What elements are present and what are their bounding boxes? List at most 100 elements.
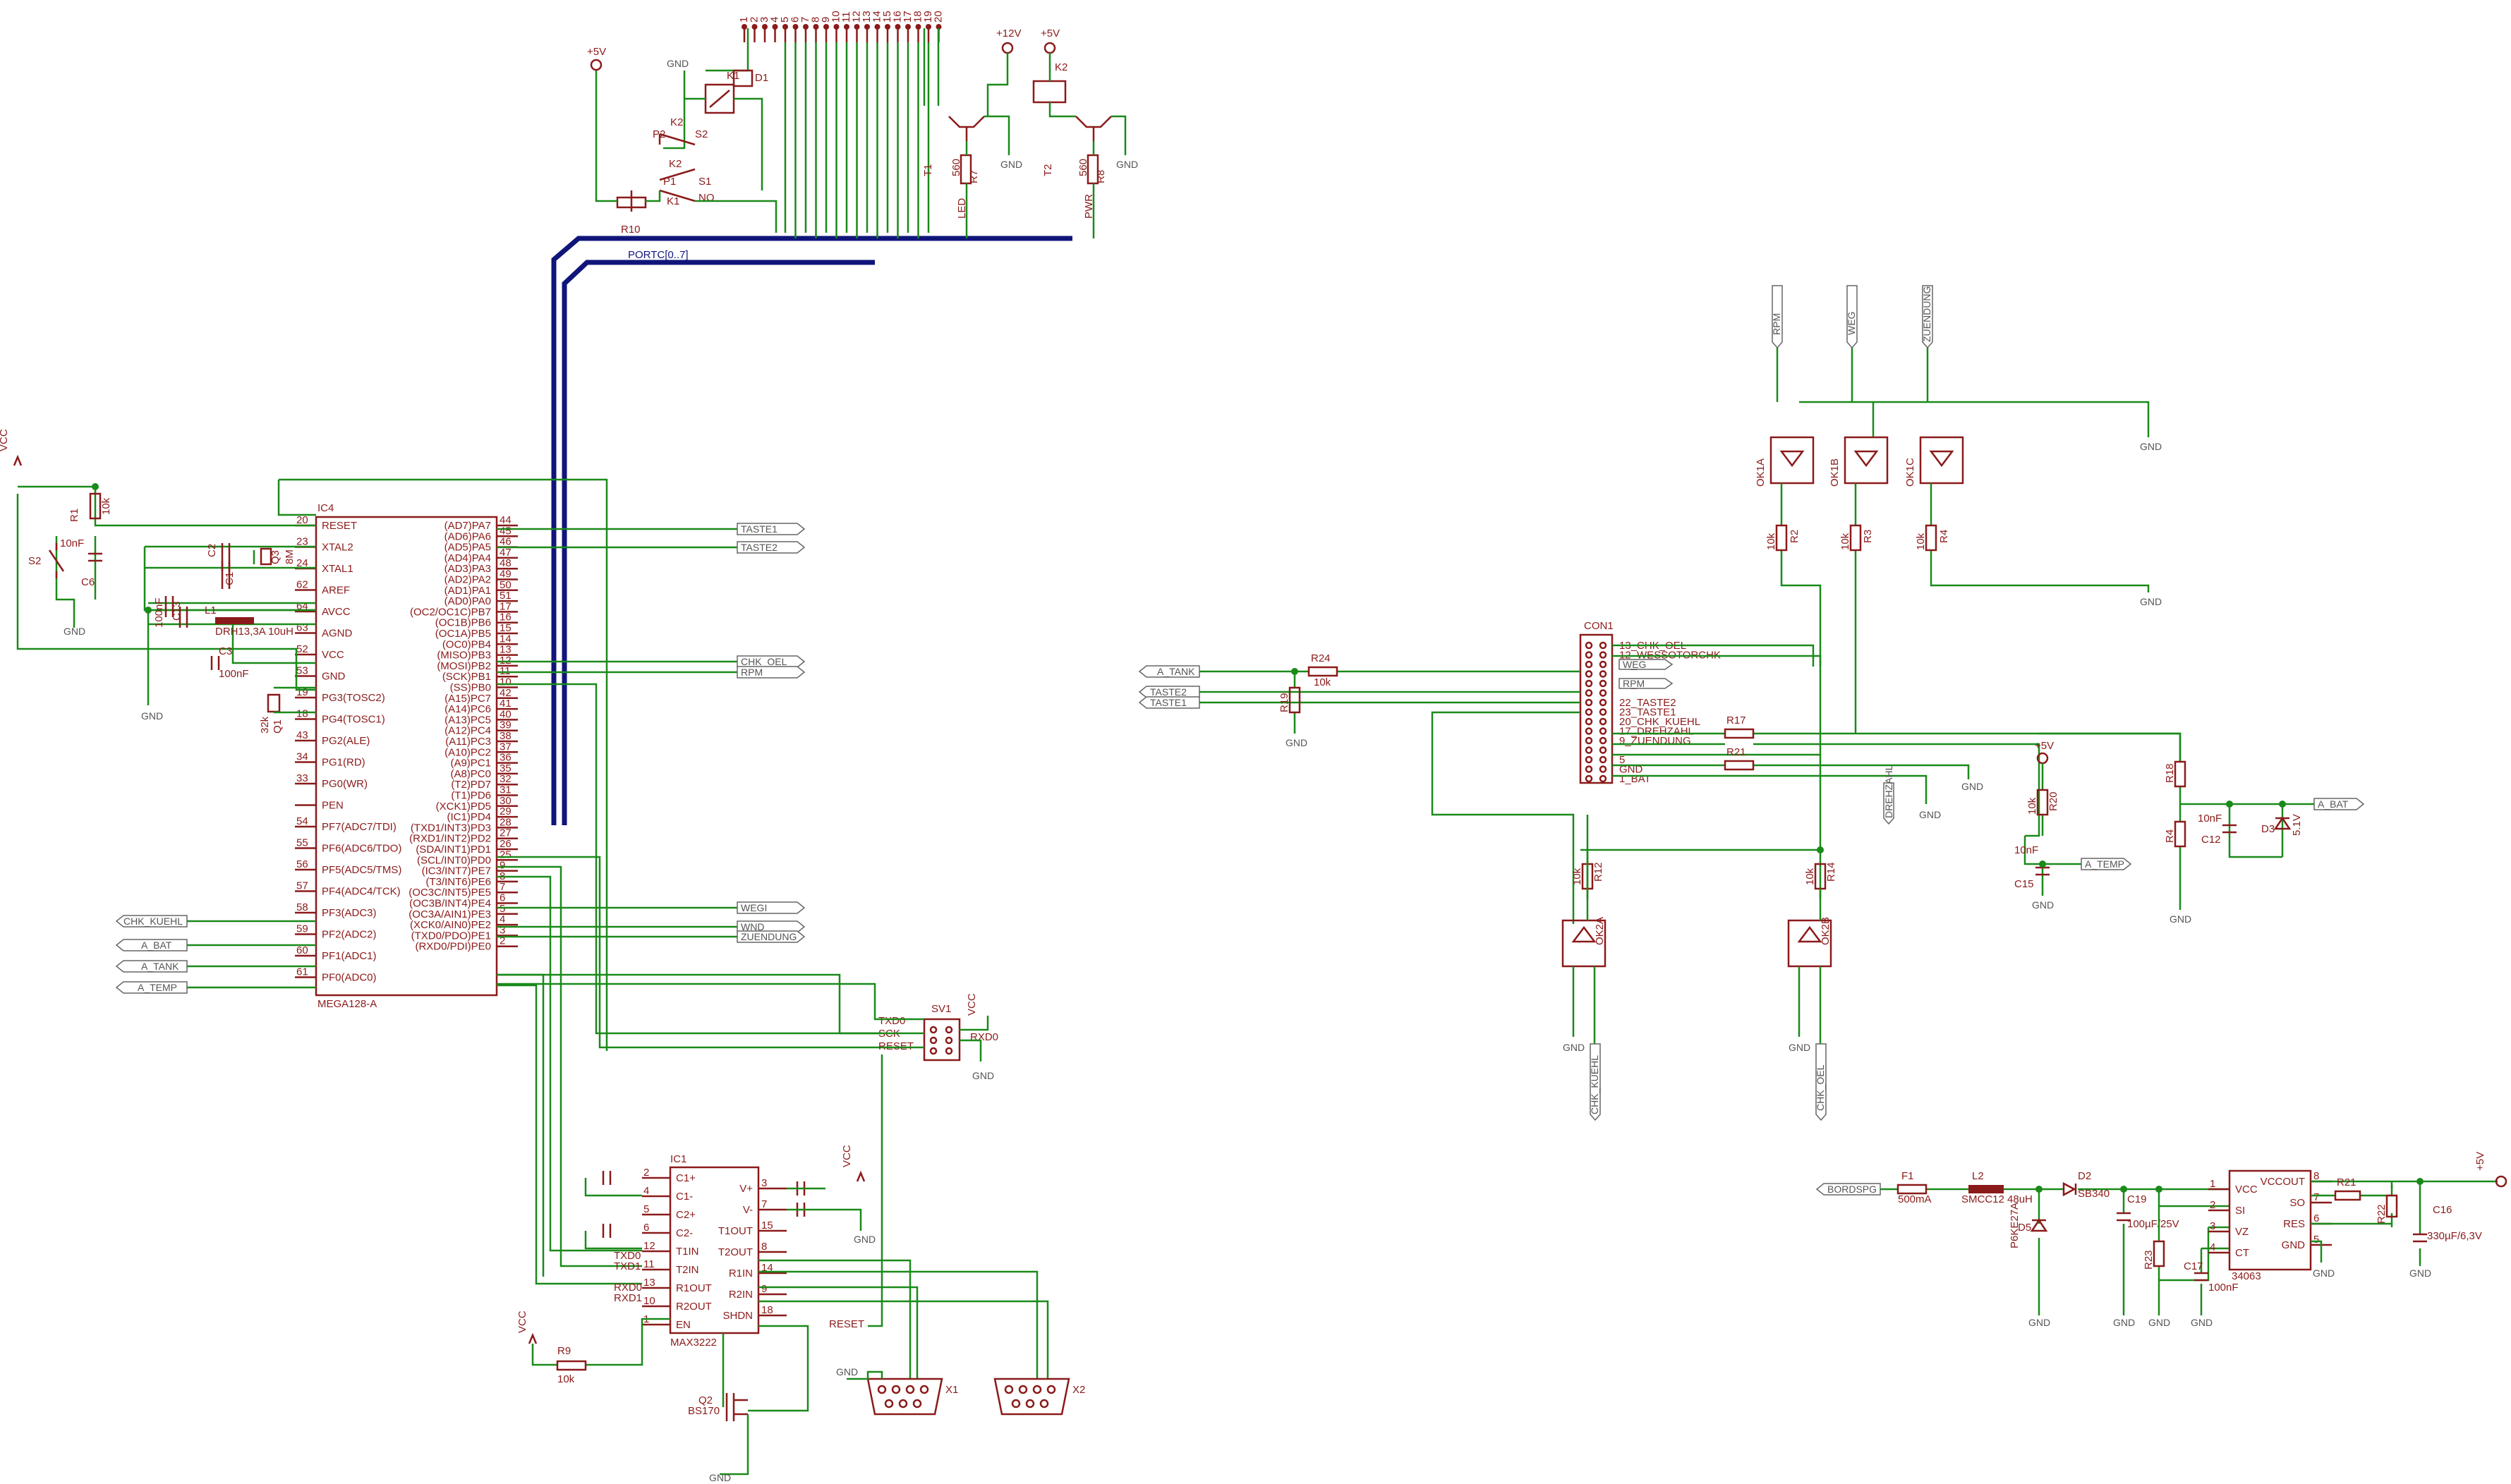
svg-text:WEG: WEG <box>1623 659 1646 670</box>
svg-text:16: 16 <box>892 11 904 23</box>
pin-name: C1- <box>676 1191 693 1203</box>
pin-number: 7 <box>2313 1191 2319 1203</box>
con1-signal: 1_BAT <box>1619 773 1651 785</box>
pin-number: 57 <box>296 880 308 892</box>
pin-number: 51 <box>500 590 512 602</box>
pin-name: RESET <box>322 520 357 532</box>
svg-text:A_TANK: A_TANK <box>1157 666 1195 677</box>
r1-ok-value: 10k <box>1765 533 1777 550</box>
pin-name: (A12)PC4 <box>444 725 491 737</box>
relay-gnd: GND <box>667 58 689 69</box>
pin-number: 11 <box>643 1258 655 1270</box>
pin-number: 50 <box>500 579 512 591</box>
relay-k2-label: K2 <box>1055 61 1067 73</box>
pin-number: 15 <box>761 1220 773 1231</box>
pin-number: 29 <box>500 805 512 817</box>
svg-text:11: 11 <box>840 11 852 23</box>
pin-number: 47 <box>500 547 512 559</box>
svg-text:ZUENDUNG: ZUENDUNG <box>1921 286 1932 342</box>
ic-pin: PG1(RD)34 <box>295 751 365 769</box>
pin-name: R2IN <box>729 1289 753 1301</box>
q1-name: Q1 <box>272 719 284 734</box>
svg-text:ZUENDUNG: ZUENDUNG <box>741 931 797 942</box>
pin-name: T1IN <box>676 1246 699 1258</box>
c6-name: C6 <box>81 576 95 588</box>
pin-name: SI <box>2235 1205 2245 1217</box>
header-pin: 6 <box>789 17 801 238</box>
pin-number: 4 <box>2210 1241 2215 1253</box>
svg-text:TASTE2: TASTE2 <box>1150 686 1187 698</box>
pin-number: 31 <box>500 784 512 796</box>
port-a-bat-r: A_BAT <box>2313 798 2365 810</box>
pin-number: 4 <box>643 1185 649 1197</box>
t2-label: T2 <box>1042 164 1054 176</box>
pin-number: 32 <box>500 773 512 785</box>
sv1-isp-header: SV1 TXD0 SCK RESET RXD0 VCC GND <box>833 983 998 1327</box>
svg-text:18: 18 <box>912 11 924 23</box>
svg-text:TASTE2: TASTE2 <box>741 542 777 553</box>
pin-name: (RXD0/PDI)PE0 <box>415 941 491 953</box>
pin-name: (AD3)PA3 <box>444 563 491 575</box>
pin-number: 9 <box>761 1283 767 1295</box>
r8-name: R8 <box>1095 170 1107 183</box>
header-pin: 2 <box>749 17 761 42</box>
pin-name: XTAL2 <box>322 542 353 554</box>
ic-pin: C2-6 <box>642 1222 693 1239</box>
pin-name: PF7(ADC7/TDI) <box>322 821 397 833</box>
pin-number: 58 <box>296 901 308 913</box>
svg-text:TASTE1: TASTE1 <box>1150 697 1187 708</box>
pin-name: (OC3B/INT4)PE4 <box>409 898 491 910</box>
pin-number: 43 <box>296 729 308 741</box>
port-taste2: TASTE2 <box>737 541 806 554</box>
con1-pin <box>1585 689 1607 697</box>
pin-name: (AD2)PA2 <box>444 574 491 586</box>
k1-contact-p1: P1 <box>663 176 676 188</box>
svg-text:WEGI: WEGI <box>741 902 767 913</box>
pin-name: PF4(ADC4/TCK) <box>322 886 401 898</box>
vcc-left: VCC <box>0 429 10 451</box>
ic4-right-nets <box>497 528 882 1285</box>
ic-pin: SI2 <box>2208 1199 2245 1217</box>
pin-number: 34 <box>296 751 308 763</box>
portc-bus: PORTC[0..7] <box>551 236 1072 825</box>
pin-name: R2OUT <box>676 1301 712 1313</box>
power-supply: BORDSPG F1 500mA L2 SMCC12 48uH D2 SB340… <box>1815 1152 2507 1328</box>
ic-pin: VZ3 <box>2208 1220 2249 1238</box>
ok2b-label: OK2B <box>1820 917 1832 945</box>
port-weg-top: WEG <box>1846 285 1858 349</box>
pin-name: (AD6)PA6 <box>444 530 491 542</box>
t1-gnd: GND <box>1000 159 1022 170</box>
d5-gnd: GND <box>2028 1317 2050 1328</box>
con1-pin: GND <box>1585 764 1643 776</box>
atemp-plus5: +5V <box>2035 740 2054 752</box>
c17-value: 100nF <box>2208 1282 2239 1294</box>
c10-value: 100nF <box>153 597 165 628</box>
pin-name: (OC3A/AIN1)PE3 <box>409 908 491 920</box>
pin-number: 3 <box>2210 1220 2215 1232</box>
ic-pin: (AD3)PA3 48 <box>444 557 518 575</box>
port-drehzahl: DREHZAHL <box>1883 765 1894 825</box>
con1-gnd: GND <box>1961 781 1983 792</box>
sv1-gnd: GND <box>972 1070 994 1081</box>
r8-label: 560 <box>1077 159 1089 176</box>
pin-number: 59 <box>296 923 308 935</box>
pin-number: 48 <box>500 557 512 569</box>
c6-value: 10nF <box>60 537 84 549</box>
svg-text:7: 7 <box>799 17 811 23</box>
r13-name: R4 <box>2164 829 2176 843</box>
ok1-gnd: GND <box>2140 441 2162 452</box>
con1-left-inputs: A_TANK TASTE2 TASTE1 R24 10k R19 GND <box>1138 652 1580 924</box>
